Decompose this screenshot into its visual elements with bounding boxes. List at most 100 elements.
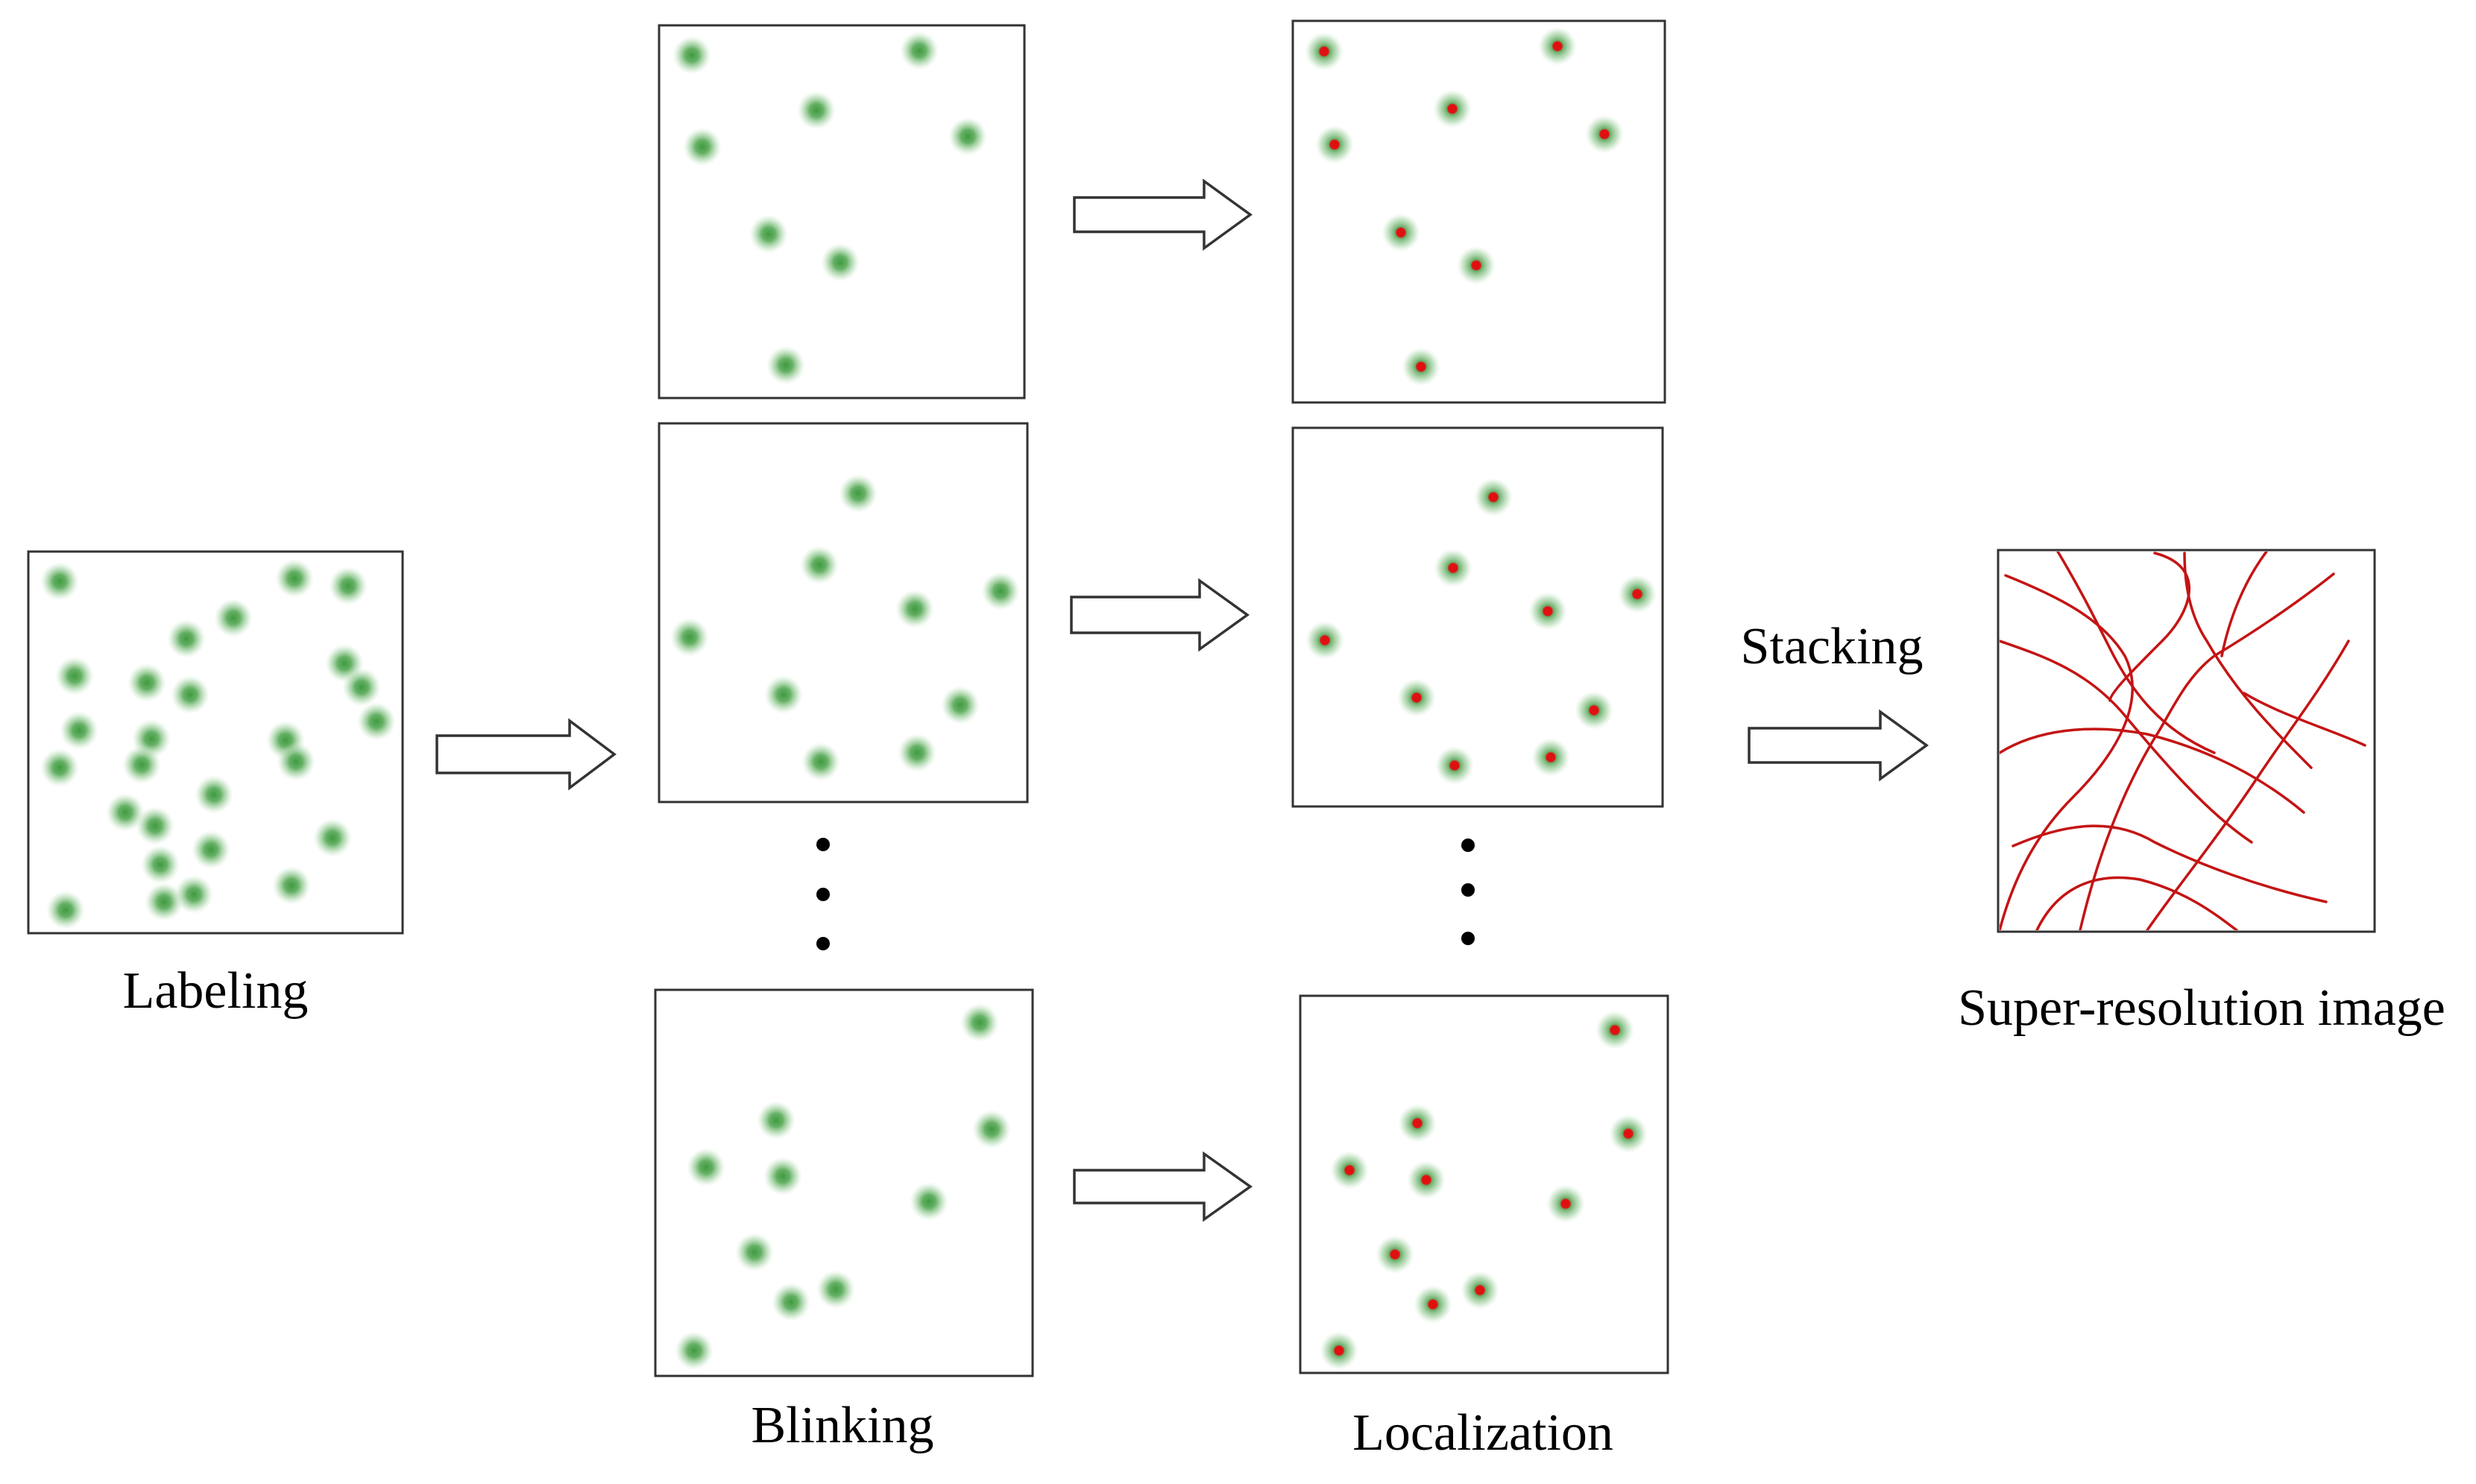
- localized-spot: [1595, 1011, 1634, 1049]
- fiber-5: [2183, 552, 2313, 769]
- localization-panel-1: [1291, 19, 1666, 404]
- fluorophore-spot: [672, 36, 711, 75]
- fluorophore-spot: [342, 668, 381, 707]
- fiber-8: [2000, 727, 2305, 814]
- fluorophore-spot: [313, 818, 352, 857]
- fluorophore-spot: [136, 806, 174, 845]
- localized-spot: [1474, 478, 1513, 517]
- fluorophore-spot: [749, 215, 788, 253]
- localized-spot: [1435, 746, 1474, 785]
- fluorophore-spot: [898, 733, 936, 772]
- fluorophore-spot: [60, 711, 98, 750]
- fluorophore-spot: [763, 1157, 802, 1196]
- localized-spot: [1397, 678, 1436, 717]
- fluorophore-spot: [214, 599, 253, 637]
- fluorophore-spot: [272, 866, 311, 905]
- ellipsis-dot: [816, 937, 830, 950]
- fiber-9: [2012, 824, 2328, 903]
- blinking-panel-3: [654, 988, 1034, 1377]
- fluorophore-spot: [816, 1270, 855, 1309]
- localized-spot: [1382, 213, 1420, 252]
- fluorophore-spot: [40, 562, 79, 601]
- fiber-2: [2000, 574, 2134, 930]
- fluorophore-spot: [670, 618, 709, 657]
- fiber-6: [2220, 552, 2268, 657]
- fluorophore-spot: [839, 474, 878, 513]
- fluorophore-spot: [772, 1283, 810, 1322]
- fiber-10: [2243, 692, 2366, 747]
- localized-spot: [1402, 347, 1440, 386]
- localized-spot: [1434, 549, 1472, 587]
- fluorophore-spot: [40, 748, 79, 787]
- arrow-stacking: [1748, 709, 1929, 782]
- fluorophore-spots: [40, 27, 1657, 1370]
- fluorophore-spot: [972, 1110, 1011, 1149]
- fluorophore-spot: [821, 243, 860, 282]
- fluorophore-spot: [277, 742, 315, 781]
- super-resolution-caption: Super-resolution image: [1958, 979, 2445, 1037]
- blinking-ellipsis: [816, 838, 830, 950]
- blinking-caption: Blinking: [751, 1397, 933, 1454]
- fluorophore-spot: [948, 117, 987, 156]
- fiber-3: [2056, 552, 2216, 754]
- localized-spot: [1461, 1271, 1499, 1310]
- localized-spot: [1320, 1331, 1358, 1370]
- localized-spot: [1528, 592, 1567, 631]
- ellipsis-dot: [1461, 932, 1475, 945]
- ellipsis-dot: [816, 838, 830, 851]
- fluorophore-spot: [145, 882, 183, 921]
- localized-spot: [1315, 125, 1354, 164]
- localized-spot: [1305, 32, 1343, 71]
- localized-spot: [1609, 1114, 1648, 1153]
- fluorophore-spot: [357, 702, 396, 741]
- fluorophore-spot: [900, 31, 939, 70]
- localized-spot: [1585, 115, 1624, 154]
- localized-spot: [1618, 575, 1657, 613]
- localized-spot: [1414, 1285, 1452, 1324]
- arrow-labeling-to-blinking: [435, 718, 617, 791]
- fluorophore-spot: [167, 619, 206, 658]
- fluorophore-spot: [46, 891, 85, 929]
- localized-spot: [1546, 1184, 1585, 1223]
- fluorophore-spot: [141, 845, 180, 884]
- super-resolution-fibers: [2000, 552, 2366, 930]
- ellipsis-dot: [1461, 839, 1475, 852]
- fluorophore-spot: [122, 745, 161, 784]
- super-resolution-panel: [1997, 549, 2376, 933]
- localization-panel-2: [1291, 426, 1664, 808]
- localized-spot: [1457, 246, 1496, 285]
- fluorophore-spot: [941, 686, 980, 724]
- arrow-blinking-to-localization-2: [1070, 578, 1250, 652]
- localized-spot: [1575, 691, 1613, 730]
- fluorophore-spot: [127, 663, 166, 702]
- localized-spot: [1433, 89, 1472, 128]
- localized-spot: [1330, 1151, 1369, 1190]
- ellipsis-dot: [816, 888, 830, 901]
- fluorophore-spot: [960, 1003, 999, 1042]
- localized-spot: [1538, 27, 1577, 66]
- fluorophore-spot: [735, 1233, 774, 1272]
- fluorophore-spot: [329, 566, 368, 605]
- fluorophore-spot: [195, 775, 233, 814]
- localized-spot: [1376, 1235, 1414, 1274]
- labeling-caption: Labeling: [123, 962, 309, 1020]
- fluorophore-spot: [192, 830, 230, 869]
- fluorophore-spot: [910, 1182, 948, 1221]
- fluorophore-spot: [106, 793, 145, 832]
- fluorophore-spot: [764, 675, 803, 714]
- stacking-caption: Stacking: [1741, 618, 1924, 675]
- fluorophore-spot: [687, 1148, 725, 1187]
- fluorophore-spot: [683, 127, 722, 166]
- localization-caption: Localization: [1352, 1404, 1613, 1462]
- fluorophore-spot: [800, 546, 839, 584]
- fluorophore-spot: [174, 875, 213, 914]
- fluorophore-spot: [766, 346, 805, 385]
- arrow-blinking-to-localization-1: [1073, 178, 1253, 251]
- fluorophore-spot: [797, 91, 836, 130]
- localized-spot: [1398, 1104, 1437, 1143]
- ellipsis-dot: [1461, 883, 1475, 897]
- fluorophore-spot: [171, 675, 210, 714]
- blinking-panel-1: [658, 24, 1026, 400]
- localized-spot: [1531, 738, 1570, 777]
